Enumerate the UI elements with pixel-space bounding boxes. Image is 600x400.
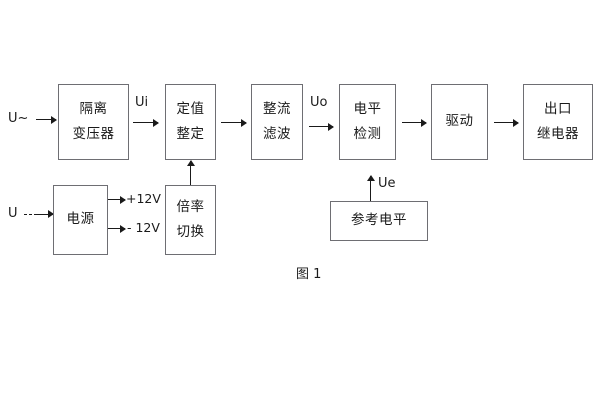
block-setting-value-line-1: 定值 [176, 101, 205, 117]
block-level-detection: 电平 检测 [339, 84, 396, 160]
block-level-detection-line-1: 电平 [353, 101, 382, 117]
signal-label-minus-12v: - 12V [127, 220, 160, 235]
block-drive: 驱动 [431, 84, 488, 160]
block-multiplier-switch: 倍率 切换 [165, 185, 216, 255]
block-rectify-filter: 整流 滤波 [251, 84, 303, 160]
input-label-u-ac: U~ [8, 111, 29, 126]
input-label-u-dc: U [8, 206, 18, 221]
block-output-relay-line-1: 出口 [544, 101, 572, 117]
arrow-level-detection-to-drive [402, 122, 426, 124]
arrow-reference-level-to-level-detection [370, 176, 372, 201]
block-output-relay: 出口 继电器 [523, 84, 593, 160]
block-reference-level: 参考电平 [330, 201, 428, 241]
block-isolation-transformer-line-1: 隔离 [79, 101, 108, 117]
block-rectify-filter-line-2: 滤波 [263, 125, 291, 142]
block-setting-value: 定值 整定 [165, 84, 216, 160]
arrow-drive-to-output-relay [494, 122, 518, 124]
block-level-detection-line-2: 检测 [353, 125, 382, 142]
arrow-multiplier-switch-to-setting-value [190, 161, 192, 185]
arrow-setting-value-to-rectify-filter [221, 122, 246, 124]
block-isolation-transformer: 隔离 变压器 [58, 84, 129, 160]
block-power-supply-line-1: 电源 [66, 211, 95, 228]
signal-label-uo: Uo [310, 95, 328, 110]
block-reference-level-line-1: 参考电平 [351, 212, 407, 229]
block-isolation-transformer-line-2: 变压器 [72, 125, 115, 142]
arrow-power-supply-minus-12v [108, 228, 125, 230]
block-output-relay-line-2: 继电器 [537, 125, 579, 142]
figure-caption: 图 1 [296, 267, 322, 282]
arrow-u-ac-to-isolation-transformer [36, 119, 56, 121]
arrow-u-dc-to-power-supply [36, 213, 53, 215]
signal-label-ui: Ui [135, 95, 149, 110]
block-multiplier-switch-line-2: 切换 [176, 223, 205, 240]
arrow-isolation-transformer-to-setting-value [133, 122, 158, 124]
signal-label-plus-12v: +12V [126, 191, 161, 206]
block-rectify-filter-line-1: 整流 [263, 101, 291, 117]
arrow-power-supply-plus-12v [108, 199, 125, 201]
block-multiplier-switch-line-1: 倍率 [176, 199, 205, 215]
block-setting-value-line-2: 整定 [176, 125, 205, 142]
block-drive-line-1: 驱动 [445, 113, 474, 130]
arrow-rectify-filter-to-level-detection [309, 126, 333, 128]
dashed-lead-u-dc [24, 214, 42, 215]
signal-label-ue: Ue [378, 176, 396, 191]
block-power-supply: 电源 [53, 185, 108, 255]
